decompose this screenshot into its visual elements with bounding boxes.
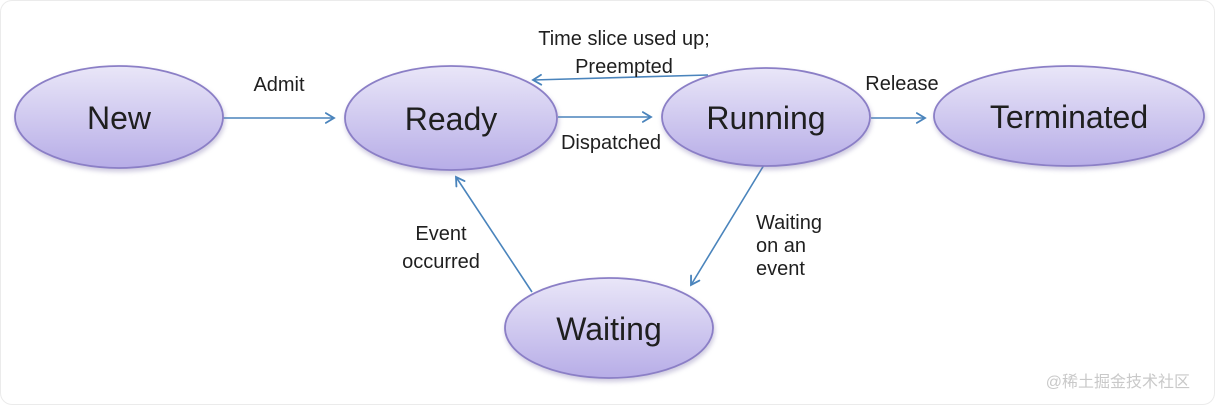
transition-label-release: Release	[865, 73, 938, 95]
state-node-ready	[344, 65, 558, 171]
transition-label-admit: Admit	[253, 74, 305, 96]
transition-label-preempted-line2: Preempted	[575, 56, 673, 78]
transition-label-waiting-on-event-line2: on an	[756, 235, 806, 257]
transition-label-waiting-on-event-line1: Waiting	[756, 212, 822, 234]
watermark-text: @稀土掘金技术社区	[1045, 374, 1190, 391]
state-node-waiting	[504, 277, 714, 379]
transition-label-preempted-line1: Time slice used up;	[538, 28, 710, 50]
state-label-waiting: Waiting	[556, 311, 662, 347]
state-node-new	[14, 65, 224, 169]
transition-arrow-waiting-on-event	[690, 164, 765, 287]
state-node-running	[661, 67, 871, 167]
state-label-running: Running	[706, 100, 825, 136]
transition-arrows	[223, 73, 927, 293]
transition-label-event-occurred-line1: Event	[415, 223, 467, 245]
state-label-ready: Ready	[405, 101, 498, 137]
transition-label-event-occurred-line2: occurred	[402, 251, 480, 273]
state-node-terminated	[933, 65, 1205, 167]
transition-arrow-preempted	[531, 73, 709, 86]
state-label-new: New	[87, 100, 152, 136]
transition-arrow-event-occurred	[455, 175, 533, 293]
state-label-terminated: Terminated	[990, 99, 1148, 135]
transition-labels: Admit Time slice used up; Preempted Disp…	[253, 28, 938, 280]
transition-label-dispatched: Dispatched	[561, 132, 661, 154]
state-nodes: New Ready Running Terminated Waiting	[14, 65, 1205, 379]
transition-label-waiting-on-event-line3: event	[756, 258, 805, 280]
